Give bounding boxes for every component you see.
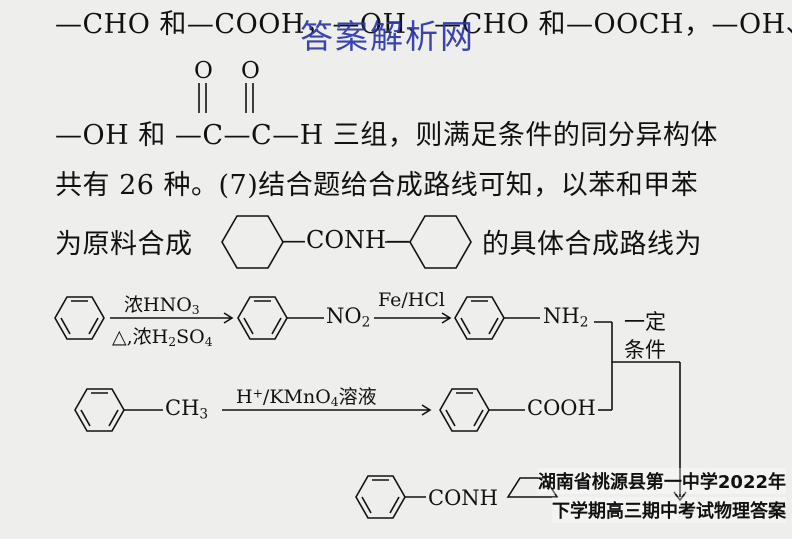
watermark-bottom-line-1: 湖南省桃源县第一中学2022年 (537, 468, 786, 494)
cyclohexane-ring-right (409, 215, 472, 269)
benzene-ring-toluene (74, 388, 163, 432)
carbonyl-double-bond-2 (245, 83, 254, 113)
benzene-ring-aniline (454, 296, 540, 340)
reaction-arrow-2 (374, 312, 452, 324)
line2-prefix: —OH 和 — (55, 120, 203, 151)
reagent-reduction: Fe/HCl (378, 289, 445, 311)
watermark-bottom-line-2: 下学期高三期中考试物理答案 (552, 497, 786, 523)
line2-carbon-1: C (202, 120, 224, 151)
nitro-group: NO2 (326, 304, 371, 331)
reaction-arrow-3 (222, 404, 432, 416)
benzene-ring-nitro (237, 296, 324, 340)
watermark-top: 答案解析网 (300, 17, 475, 56)
line2-bond: — (223, 120, 252, 151)
benzene-ring-1 (54, 296, 105, 340)
reagent-oxidation: H+/KMnO4溶液 (236, 386, 377, 410)
condition-bottom: 条件 (624, 338, 666, 362)
benzene-ring-benzoic-acid (439, 388, 525, 432)
benzene-ring-product (355, 475, 426, 519)
cyclohexane-ring-left (221, 215, 284, 269)
carbonyl-oxygen-1: O (194, 58, 213, 84)
carbonyl-oxygen-2: O (241, 58, 260, 84)
reagent-nitration-bottom: △,浓H2SO4 (112, 326, 213, 350)
text-line-1: —CHO 和—COOH，—OH、—CHO 和—OOCH，—OH、 (55, 9, 792, 40)
merge-connector (594, 321, 681, 497)
reagent-nitration-top: 浓HNO3 (124, 294, 200, 318)
amide-linker: —CONH— (282, 226, 410, 254)
reaction-arrow-4 (673, 491, 687, 502)
amino-group: NH2 (543, 304, 589, 331)
text-line-3: 共有 26 种。(7)结合题给合成路线可知，以苯和甲苯 (55, 170, 699, 201)
line2-carbon-2: C (251, 120, 273, 151)
reaction-arrow-1 (110, 312, 234, 324)
text-line-2: —OH 和 —C—C—H 三组，则满足条件的同分异构体 (55, 113, 718, 152)
carboxyl-group: COOH (527, 396, 596, 420)
carbonyl-double-bond-1 (198, 83, 207, 113)
methyl-group: CH3 (165, 396, 209, 423)
line2-suffix: —H 三组，则满足条件的同分异构体 (272, 120, 718, 151)
condition-top: 一定 (624, 310, 666, 334)
benzene-ring-product-2 (506, 477, 559, 498)
text-line-4-end: 的具体合成路线为 (482, 229, 702, 260)
text-line-4-start: 为原料合成 (55, 229, 193, 260)
product-amide-label: CONH (428, 486, 498, 510)
